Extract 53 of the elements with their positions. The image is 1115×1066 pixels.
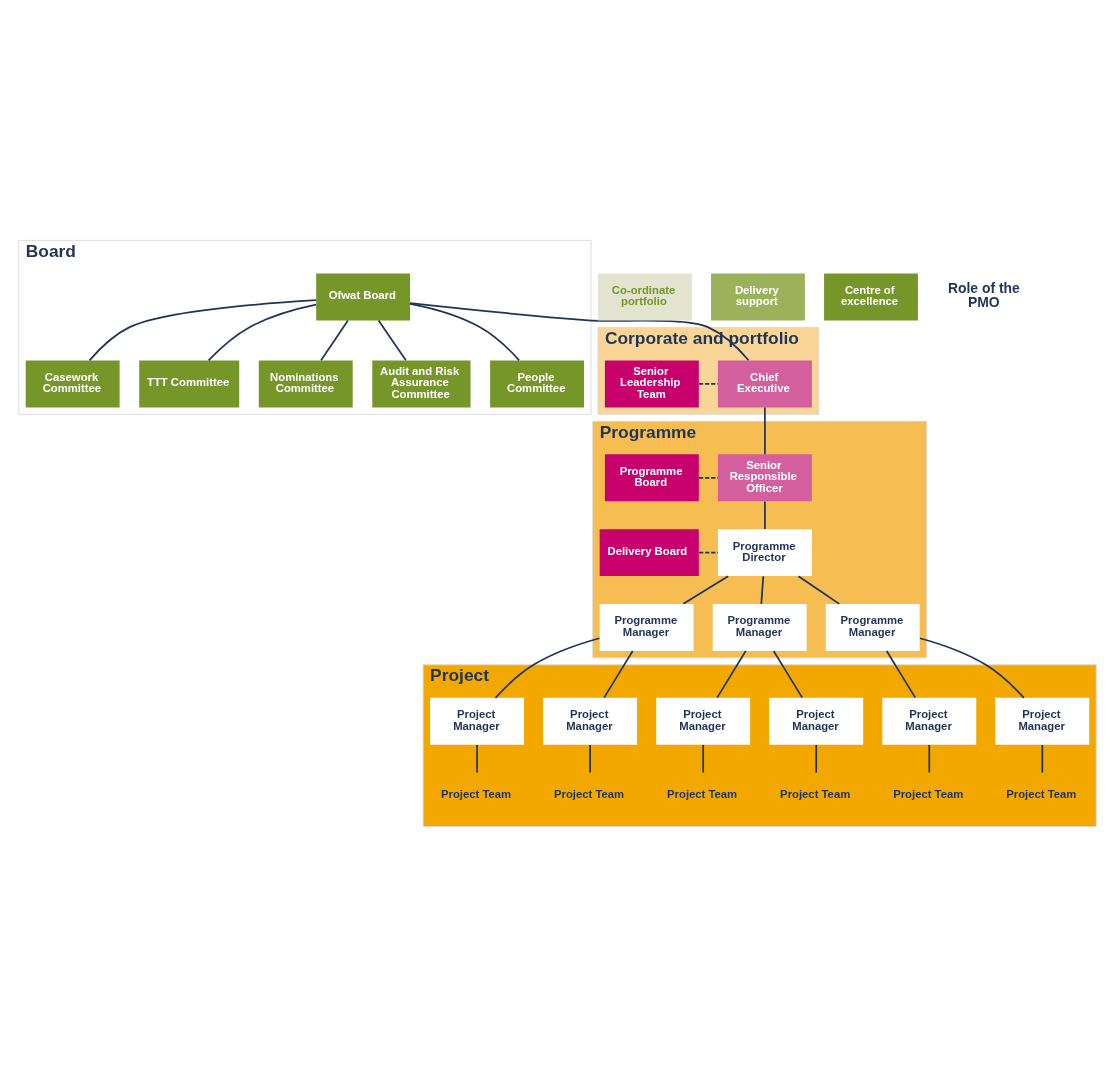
connector [88, 298, 317, 361]
connector [494, 636, 601, 699]
connector [698, 476, 719, 479]
connector [320, 319, 349, 361]
node-box: People Committee [490, 359, 584, 407]
connector [698, 551, 719, 553]
node-box: Programme Manager [825, 603, 920, 651]
connector [682, 574, 729, 605]
node-box: Ofwat Board [316, 273, 411, 320]
connector [207, 303, 317, 361]
node-box: Casework Committee [25, 359, 120, 407]
node-text: Project Team [554, 787, 625, 800]
connector [760, 574, 765, 605]
node-box: Centre of excellence [824, 273, 918, 320]
label: Role of the PMO [947, 279, 1020, 310]
node-text: Project Team [893, 787, 964, 800]
node-box: Project Manager [656, 697, 751, 745]
node-box: Senior Responsible Officer [717, 453, 812, 501]
node-box: Co-ordinate portfolio [597, 273, 692, 320]
connector [702, 743, 705, 773]
node-text: Project Team [667, 787, 738, 800]
connector [589, 743, 591, 773]
connector [797, 574, 841, 605]
node-box: Programme Manager [712, 603, 807, 651]
connector [698, 382, 719, 385]
connector [919, 636, 1025, 699]
node-box: Project Manager [430, 697, 524, 745]
node-box: Audit and Risk Assurance Committee [372, 359, 471, 407]
connector [928, 743, 931, 773]
node-box: TTT Committee [139, 359, 240, 407]
connector [815, 743, 818, 773]
node-box: Programme Director [717, 528, 812, 576]
connector [476, 743, 478, 773]
connector [409, 302, 520, 361]
connector [1041, 743, 1044, 773]
node-box: Programme Board [604, 453, 699, 501]
node-box: Senior Leadership Team [604, 359, 699, 407]
node-box: Delivery Board [599, 528, 699, 576]
node-box: Project Manager [882, 697, 977, 745]
node-box: Project Manager [543, 697, 638, 745]
node-box: Chief Executive [717, 359, 812, 407]
connector [409, 301, 750, 361]
connector [377, 319, 407, 361]
node-box: Delivery support [711, 273, 805, 320]
node-box: Project Manager [769, 697, 864, 745]
node-box: Programme Manager [599, 603, 694, 651]
node-text: Project Team [1006, 787, 1077, 800]
connector [764, 406, 766, 455]
node-text: Project Team [780, 787, 851, 800]
connector [764, 500, 766, 530]
node-box: Project Manager [995, 697, 1090, 745]
node-box: Nominations Committee [258, 359, 353, 407]
node-text: Project Team [440, 787, 512, 800]
